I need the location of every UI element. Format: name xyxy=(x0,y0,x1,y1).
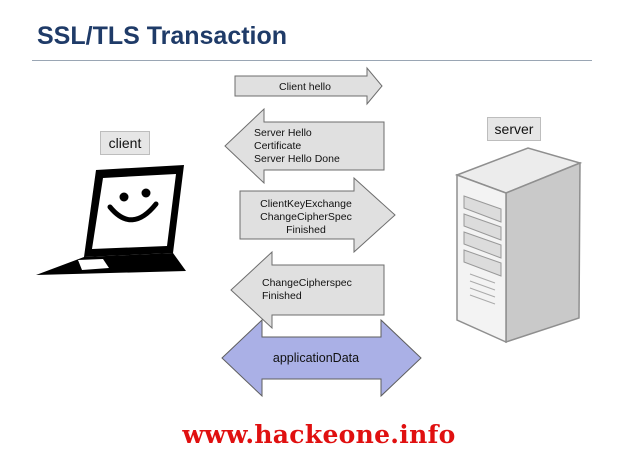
arrow-text-line: Finished xyxy=(286,224,326,236)
message-arrow-application-data: applicationData xyxy=(221,318,422,398)
laptop-icon xyxy=(36,165,186,275)
message-arrow-client-key-exchange: ClientKeyExchange ChangeCipherSpec Finis… xyxy=(239,176,396,254)
arrow-text-line: Certificate xyxy=(254,140,301,152)
message-arrow-change-cipher-spec: ChangeCipherspec Finished xyxy=(230,250,385,330)
arrow-text-line: Server Hello Done xyxy=(254,153,340,165)
message-arrow-server-hello: Server Hello Certificate Server Hello Do… xyxy=(224,107,385,185)
title-divider xyxy=(32,60,592,61)
arrow-text-line: ClientKeyExchange xyxy=(260,198,352,210)
arrow-text-line: Finished xyxy=(262,290,302,302)
arrow-text-line: ChangeCipherspec xyxy=(262,277,352,289)
page-title: SSL/TLS Transaction xyxy=(37,22,288,50)
arrow-text-line: Client hello xyxy=(279,81,331,93)
arrow-text-line: applicationData xyxy=(273,351,359,365)
client-label: client xyxy=(100,131,150,155)
watermark-url: www.hackeone.info xyxy=(182,420,456,449)
arrow-text-line: Server Hello xyxy=(254,127,312,139)
message-arrow-client-hello: Client hello xyxy=(234,66,383,106)
server-icon xyxy=(454,147,583,344)
arrow-text-line: ChangeCipherSpec xyxy=(260,211,352,223)
server-label: server xyxy=(487,117,541,141)
